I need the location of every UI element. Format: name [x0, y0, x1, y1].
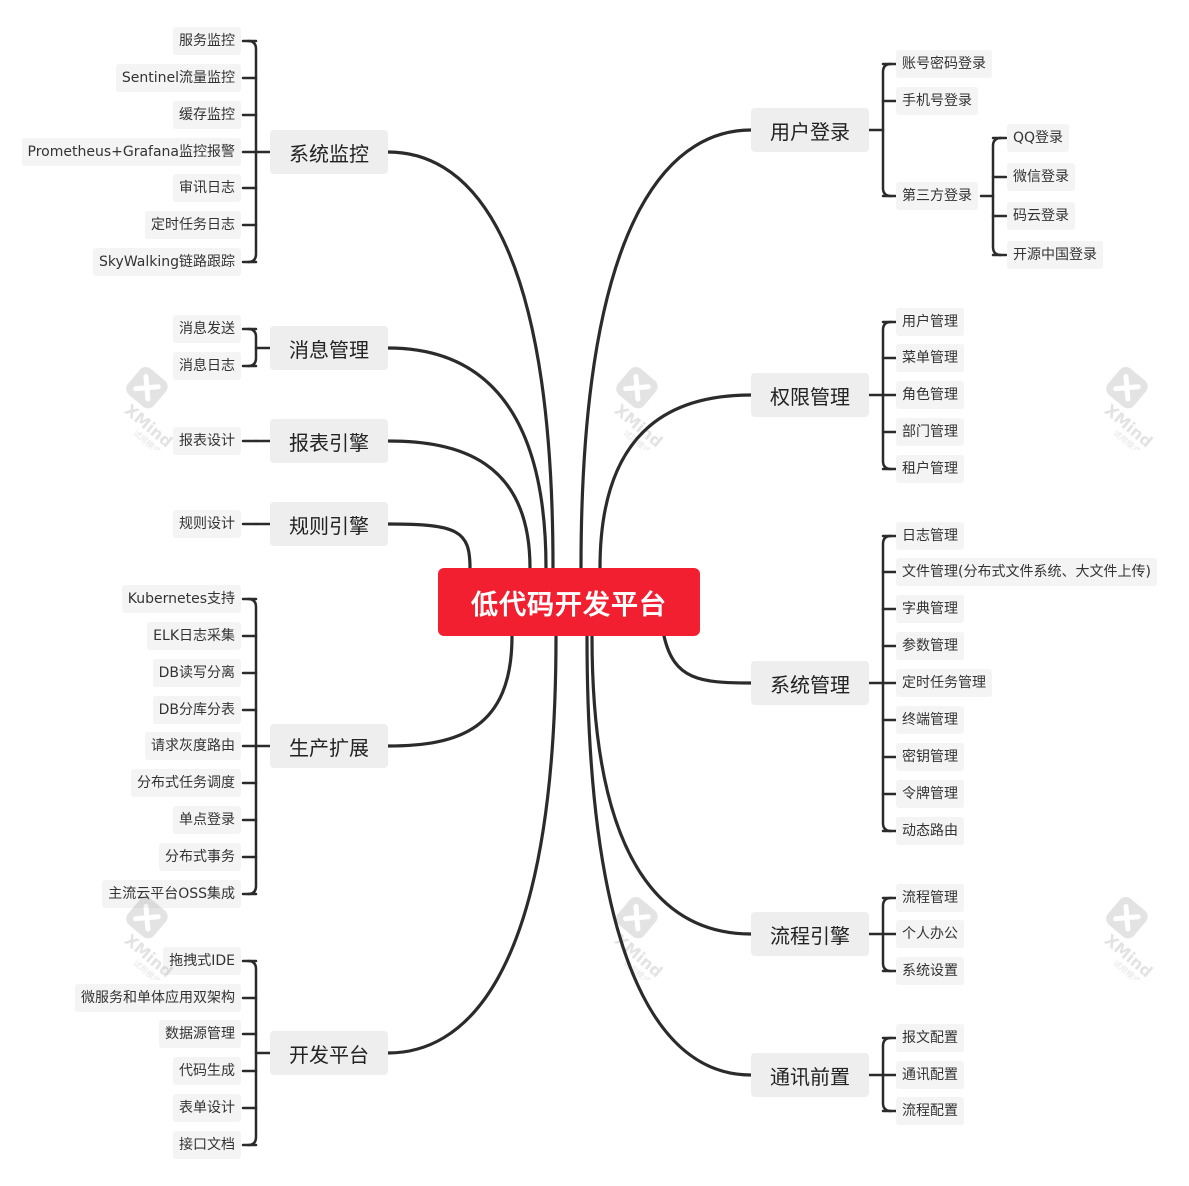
right-leaf[interactable]: 动态路由: [896, 817, 964, 845]
right-leaf[interactable]: 第三方登录: [896, 182, 978, 210]
left-leaf[interactable]: 拖拽式IDE: [163, 947, 241, 975]
right-leaf[interactable]: 通讯配置: [896, 1061, 964, 1089]
left-leaf[interactable]: 请求灰度路由: [145, 732, 241, 760]
connector-line: [246, 959, 258, 1147]
right-topic-1[interactable]: 用户登录: [751, 108, 869, 152]
left-leaf[interactable]: 主流云平台OSS集成: [102, 880, 241, 908]
right-leaf[interactable]: 参数管理: [896, 632, 964, 660]
right-leaf[interactable]: 租户管理: [896, 455, 964, 483]
connector-line: [386, 522, 472, 570]
connector-line: [386, 150, 555, 570]
left-topic-2[interactable]: 消息管理: [270, 326, 388, 370]
sub-leaf[interactable]: 码云登录: [1007, 202, 1075, 230]
left-leaf[interactable]: Kubernetes支持: [121, 585, 241, 613]
left-leaf[interactable]: 接口文档: [173, 1131, 241, 1159]
left-leaf[interactable]: 消息发送: [173, 315, 241, 343]
connector-line: [246, 327, 258, 368]
right-leaf[interactable]: 流程配置: [896, 1097, 964, 1125]
right-leaf[interactable]: 文件管理(分布式文件系统、大文件上传): [896, 558, 1157, 586]
right-leaf[interactable]: 手机号登录: [896, 87, 978, 115]
left-leaf[interactable]: 缓存监控: [173, 101, 241, 129]
left-leaf[interactable]: 微服务和单体应用双架构: [75, 984, 241, 1012]
sub-leaf[interactable]: 微信登录: [1007, 163, 1075, 191]
connector-line: [585, 634, 753, 1077]
right-leaf[interactable]: 流程管理: [896, 884, 964, 912]
root-topic[interactable]: 低代码开发平台: [438, 568, 700, 636]
connector-line: [598, 393, 753, 570]
right-leaf[interactable]: 账号密码登录: [896, 50, 992, 78]
left-leaf[interactable]: 规则设计: [173, 510, 241, 538]
left-topic-3[interactable]: 报表引擎: [270, 419, 388, 463]
left-leaf[interactable]: ELK日志采集: [147, 622, 241, 650]
left-topic-1[interactable]: 系统监控: [270, 130, 388, 174]
left-leaf[interactable]: SkyWalking链路跟踪: [93, 248, 241, 276]
left-leaf[interactable]: 表单设计: [173, 1094, 241, 1122]
right-topic-2[interactable]: 权限管理: [751, 373, 869, 417]
right-leaf[interactable]: 部门管理: [896, 418, 964, 446]
right-leaf[interactable]: 密钥管理: [896, 743, 964, 771]
right-leaf[interactable]: 报文配置: [896, 1024, 964, 1052]
connector-line: [579, 128, 753, 570]
left-leaf[interactable]: 定时任务日志: [145, 211, 241, 239]
connector-line: [991, 136, 1003, 257]
sub-leaf[interactable]: QQ登录: [1007, 124, 1070, 152]
right-leaf[interactable]: 定时任务管理: [896, 669, 992, 697]
left-leaf[interactable]: 分布式任务调度: [131, 769, 241, 797]
left-leaf[interactable]: Prometheus+Grafana监控报警: [21, 138, 241, 166]
right-leaf[interactable]: 终端管理: [896, 706, 964, 734]
left-leaf[interactable]: 报表设计: [173, 427, 241, 455]
right-leaf[interactable]: 令牌管理: [896, 780, 964, 808]
right-leaf[interactable]: 日志管理: [896, 522, 964, 550]
right-topic-5[interactable]: 通讯前置: [751, 1053, 869, 1097]
right-leaf[interactable]: 字典管理: [896, 595, 964, 623]
left-topic-4[interactable]: 规则引擎: [270, 502, 388, 546]
connector-line: [590, 634, 753, 936]
left-leaf[interactable]: 审讯日志: [173, 174, 241, 202]
right-leaf[interactable]: 用户管理: [896, 308, 964, 336]
connector-line: [386, 634, 558, 1055]
connector-line: [881, 62, 893, 198]
left-leaf[interactable]: 数据源管理: [159, 1020, 241, 1048]
right-leaf[interactable]: 菜单管理: [896, 344, 964, 372]
connector-line: [386, 346, 548, 570]
connector-line: [386, 439, 532, 570]
connector-line: [386, 634, 514, 748]
left-leaf[interactable]: 分布式事务: [159, 843, 241, 871]
left-leaf[interactable]: Sentinel流量监控: [115, 64, 241, 92]
left-leaf[interactable]: 代码生成: [173, 1057, 241, 1085]
left-topic-6[interactable]: 开发平台: [270, 1031, 388, 1075]
left-topic-5[interactable]: 生产扩展: [270, 724, 388, 768]
right-leaf[interactable]: 角色管理: [896, 381, 964, 409]
right-leaf[interactable]: 系统设置: [896, 957, 964, 985]
left-leaf[interactable]: 消息日志: [173, 352, 241, 380]
right-topic-4[interactable]: 流程引擎: [751, 912, 869, 956]
left-leaf[interactable]: DB读写分离: [152, 659, 241, 687]
sub-leaf[interactable]: 开源中国登录: [1007, 241, 1103, 269]
right-topic-3[interactable]: 系统管理: [751, 661, 869, 705]
right-leaf[interactable]: 个人办公: [896, 920, 964, 948]
left-leaf[interactable]: DB分库分表: [152, 696, 241, 724]
left-leaf[interactable]: 服务监控: [173, 27, 241, 55]
connector-line: [662, 634, 753, 685]
left-leaf[interactable]: 单点登录: [173, 806, 241, 834]
